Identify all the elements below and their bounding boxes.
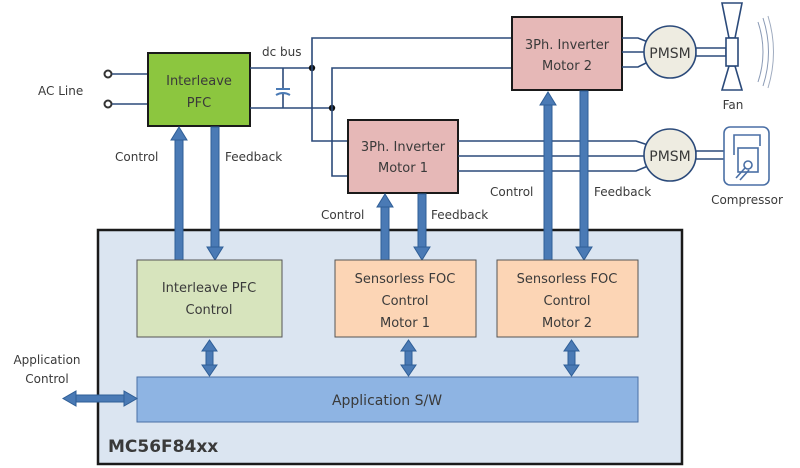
application-sw-label: Application S/W <box>332 393 442 409</box>
motor1-feedback-arrow <box>413 193 431 261</box>
fan-label: Fan <box>723 98 744 112</box>
motor1-feedback-label: Feedback <box>431 208 488 222</box>
application-control-label-1: Application <box>13 353 80 367</box>
foc-motor1-block <box>334 259 477 338</box>
inverter-motor2-line2: Motor 2 <box>542 59 592 74</box>
ac-line-label: AC Line <box>38 84 83 98</box>
application-control-arrow <box>61 390 139 407</box>
foc-motor1-line2: Control <box>382 294 429 309</box>
compressor-label: Compressor <box>711 193 783 207</box>
ac-terminal-top <box>103 69 113 79</box>
mcu-label: MC56F84xx <box>108 437 218 457</box>
inverter-motor2-block <box>511 16 623 91</box>
pfc-block-line2: PFC <box>187 96 211 111</box>
inverter-motor2-line1: 3Ph. Inverter <box>525 38 610 53</box>
inverter-motor1-block <box>347 119 459 194</box>
foc-motor2-line1: Sensorless FOC <box>517 272 618 287</box>
foc1-appsw-arrow <box>400 339 417 377</box>
pmsm-motor1-label: PMSM <box>649 149 691 165</box>
foc-motor2-block <box>496 259 639 338</box>
motor2-control-label: Control <box>490 185 533 199</box>
motor2-feedback-label: Feedback <box>594 185 651 199</box>
pfc-control-label: Control <box>115 150 158 164</box>
ac-terminal-bottom <box>103 99 113 109</box>
compressor-icon <box>723 126 770 186</box>
pfc-block <box>147 52 251 127</box>
pmsm-motor2-label: PMSM <box>649 46 691 62</box>
fan-icon <box>720 2 774 91</box>
inverter-motor1-line2: Motor 1 <box>378 161 428 176</box>
application-sw-block <box>136 376 639 423</box>
foc-motor2-line3: Motor 2 <box>542 316 592 331</box>
dc-bus-label: dc bus <box>262 45 302 59</box>
inverter-motor1-line1: 3Ph. Inverter <box>361 140 446 155</box>
capacitor-plate-bottom <box>275 92 291 96</box>
pfc-block-line1: Interleave <box>166 74 232 89</box>
foc-motor1-line3: Motor 1 <box>380 316 430 331</box>
motor1-control-label: Control <box>321 208 364 222</box>
pfc-control-line2: Control <box>186 303 233 318</box>
foc-motor1-line1: Sensorless FOC <box>355 272 456 287</box>
application-control-label-2: Control <box>25 372 68 386</box>
pfc-control-line1: Interleave PFC <box>162 281 256 296</box>
foc2-appsw-arrow <box>563 339 580 377</box>
foc-motor2-line2: Control <box>544 294 591 309</box>
pfc-feedback-arrow <box>206 126 224 261</box>
motor2-feedback-arrow <box>575 90 593 261</box>
pfc-feedback-label: Feedback <box>225 150 282 164</box>
pfc-appsw-arrow <box>201 339 218 377</box>
pfc-control-block <box>136 259 283 338</box>
